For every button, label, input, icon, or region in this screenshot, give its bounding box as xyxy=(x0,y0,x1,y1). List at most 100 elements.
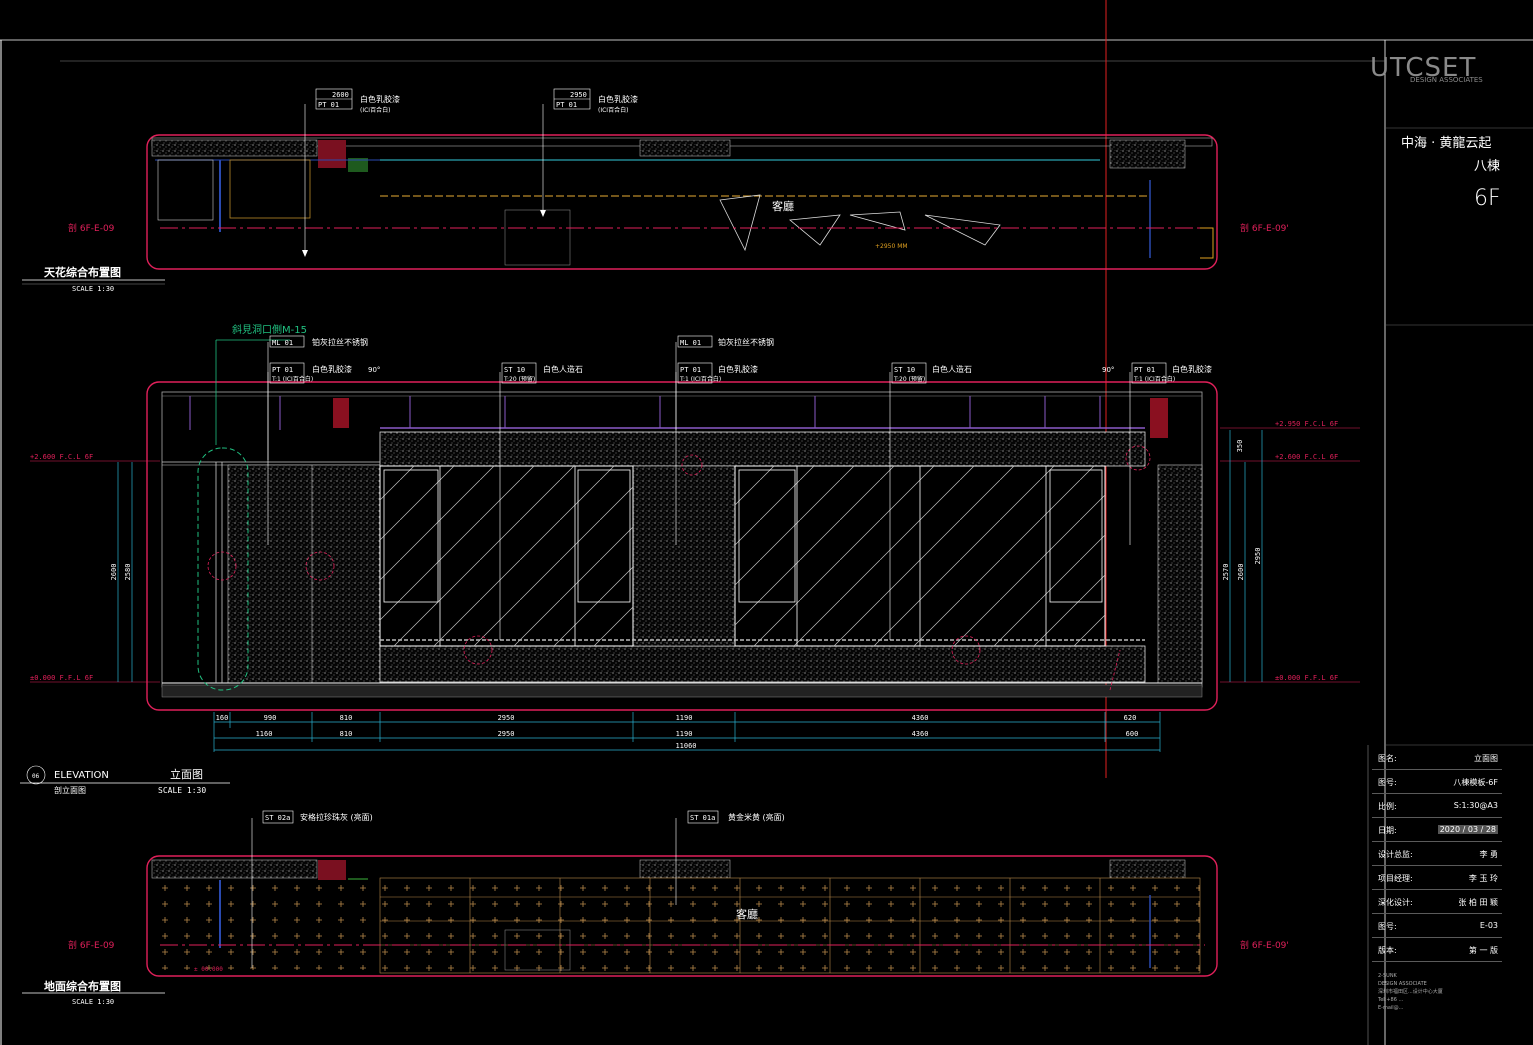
info-value: 八棟模板-6F xyxy=(1453,778,1498,787)
level-bottom-right: ±0.000 F.F.L 6F xyxy=(1275,674,1338,682)
floor-ref-left: 剖 6F-E-09 xyxy=(68,939,115,951)
company-logo-sub: DESIGN ASSOCIATES xyxy=(1410,76,1483,84)
dim2-3: 1190 xyxy=(676,730,693,738)
info-key: 比例: xyxy=(1378,802,1397,811)
ceiling-ref-right: 剖 6F-E-09' xyxy=(1240,222,1289,234)
footer-line: DESIGN ASSOCIATE xyxy=(1378,981,1427,987)
ceiling-tag-1-label: 白色乳胶漆 xyxy=(360,94,400,104)
elev-tag-5-label: 白色乳胶漆 xyxy=(718,364,758,374)
elev-tag-2: PT 01 白色乳胶漆 T:1 (ICI百合白) xyxy=(267,362,352,545)
ceiling-plan: 剖 6F-E-09 剖 6F-E-09' 客廳 +2950 MM PT 01 2… xyxy=(44,88,1289,293)
elev-tag-7: PT 01 白色乳胶漆 T:1 (ICI百合白) xyxy=(1129,362,1212,545)
level-mid-right: +2.600 F.C.L 6F xyxy=(1275,453,1338,461)
dim1-4: 1190 xyxy=(676,714,693,722)
info-row-scale: 比例: S:1:30@A3 xyxy=(1372,795,1502,818)
info-key: 设计总监: xyxy=(1378,850,1413,859)
door-ref-note: 斜見洞口側M-15 xyxy=(232,323,307,336)
elev-tag-6-sub: T:20 (预留) xyxy=(893,375,925,383)
dim1-2: 810 xyxy=(340,714,353,722)
vdim-left-1: 2600 xyxy=(110,564,118,581)
info-value: S:1:30@A3 xyxy=(1453,801,1498,810)
info-key: 图号: xyxy=(1378,778,1397,787)
elev-tag-5: PT 01 白色乳胶漆 T:1 (ICI百合白) xyxy=(675,362,758,545)
ceiling-tag-2-code: PT 01 xyxy=(556,101,577,109)
ceiling-ref-left: 剖 6F-E-09 xyxy=(68,222,115,234)
elevation: 斜見洞口側M-15 +2.600 F.C.L 6F ±0.000 F.F.L 6… xyxy=(26,323,1360,795)
dim2-0: 1160 xyxy=(256,730,273,738)
dim2-4: 4360 xyxy=(912,730,929,738)
elev-tag-7-code: PT 01 xyxy=(1134,366,1155,374)
ceiling-tag-1-dim: 2600 xyxy=(332,91,349,99)
info-key: 版本: xyxy=(1378,946,1397,955)
floor-material-tag-1: ST 02a 安格拉珍珠灰 (亮面) xyxy=(251,810,373,968)
info-value: 2020 / 03 / 28 xyxy=(1437,825,1498,834)
floor-tag-2-code: ST 01a xyxy=(690,814,715,822)
angle-right: 90° xyxy=(1102,366,1114,374)
ceiling-material-tag-1: PT 01 2600 白色乳胶漆 (ICI百合白) xyxy=(302,88,400,257)
company-logo: UTCSET xyxy=(1370,53,1476,83)
vdim-right-2: 2950 xyxy=(1254,548,1262,565)
info-value: E-03 xyxy=(1479,921,1498,930)
dim1-1: 990 xyxy=(264,714,277,722)
title-block-header: UTCSET DESIGN ASSOCIATES 中海 · 黄龍云起 八棟 6F xyxy=(1370,53,1533,746)
info-value: 张 柏 田 颖 xyxy=(1458,898,1498,907)
info-key: 深化设计: xyxy=(1378,898,1413,907)
info-row-project-manager: 项目经理: 李 玉 玲 xyxy=(1372,867,1502,890)
elev-tag-3-sub: T:20 (预留) xyxy=(503,375,535,383)
info-value: 第 一 版 xyxy=(1468,946,1498,955)
floor-number: 6F xyxy=(1474,186,1501,211)
footer-line: 深圳市福田区...设计中心大厦 xyxy=(1378,989,1443,995)
dim2-2: 2950 xyxy=(498,730,515,738)
project-name: 中海 · 黄龍云起 xyxy=(1401,135,1491,151)
info-value: 李 玉 玲 xyxy=(1468,874,1498,883)
elev-tag-4-label: 铂灰拉丝不锈钢 xyxy=(718,337,774,347)
info-row-drawing-name: 图名: 立面图 xyxy=(1372,747,1502,770)
info-row-drawing-no: 图号: 八棟模板-6F xyxy=(1372,771,1502,794)
info-value: 立面图 xyxy=(1474,754,1498,763)
ceiling-tag-2-dim: 2950 xyxy=(570,91,587,99)
elev-tag-5-sub: T:1 (ICI百合白) xyxy=(679,375,721,383)
elev-tag-7-sub: T:1 (ICI百合白) xyxy=(1133,375,1175,383)
building-name: 八棟 xyxy=(1474,159,1500,174)
info-value: 李 勇 xyxy=(1479,850,1498,859)
vertical-dimensions xyxy=(117,430,1263,682)
info-row-date: 日期: 2020 / 03 / 28 xyxy=(1372,819,1502,842)
floor-tag-1-code: ST 02a xyxy=(265,814,290,822)
footer-line: E-mail@... xyxy=(1378,1005,1404,1011)
elev-tag-2-code: PT 01 xyxy=(272,366,293,374)
dim2-5: 600 xyxy=(1126,730,1139,738)
elev-tag-2-label: 白色乳胶漆 xyxy=(312,364,352,374)
dim-total: 11060 xyxy=(675,742,696,750)
ceiling-plan-scale: SCALE 1:30 xyxy=(72,285,114,293)
info-row-sheet-no: 图号: E-03 xyxy=(1372,915,1502,938)
elev-tag-3-code: ST 10 xyxy=(504,366,525,374)
dim1-0: 160 xyxy=(216,714,229,722)
floor-level: ± 00.000 xyxy=(194,966,223,973)
elev-tag-7-label: 白色乳胶漆 xyxy=(1172,364,1212,374)
elev-tag-6-code: ST 10 xyxy=(894,366,915,374)
ceiling-tag-2-label: 白色乳胶漆 xyxy=(598,94,638,104)
ceiling-plan-title: 天花综合布置图 xyxy=(44,265,121,279)
info-row-detail-design: 深化设计: 张 柏 田 颖 xyxy=(1372,891,1502,914)
company-footer: 2-SUNK DESIGN ASSOCIATE 深圳市福田区...设计中心大厦 … xyxy=(1378,972,1502,1012)
floor-room-label: 客廳 xyxy=(736,907,758,921)
elevation-title-cn: 立面图 xyxy=(170,767,203,781)
elev-tag-1-label: 铂灰拉丝不锈钢 xyxy=(312,337,368,347)
elev-tag-6: ST 10 白色人造石 T:20 (预留) xyxy=(889,362,972,640)
floor-tag-2-label: 黄金米黄 (亮面) xyxy=(728,812,785,822)
ceiling-tag-2-sub: (ICI百合白) xyxy=(598,106,628,114)
elev-tag-5-code: PT 01 xyxy=(680,366,701,374)
level-top-right: +2.950 F.C.L 6F xyxy=(1275,420,1338,428)
elev-tag-3-label: 白色人造石 xyxy=(543,364,583,374)
vdim-right-4: 2570 xyxy=(1222,564,1230,581)
elevation-title-en: ELEVATION xyxy=(54,770,109,781)
floor-ref-right: 剖 6F-E-09' xyxy=(1240,939,1289,951)
footer-line: Tel:+86 ... xyxy=(1378,997,1404,1003)
info-key: 图号: xyxy=(1378,922,1397,931)
floor-plan-title: 地面综合布置图 xyxy=(44,979,121,993)
ceiling-height-note: +2950 MM xyxy=(875,243,908,250)
ceiling-room-label: 客廳 xyxy=(772,199,794,213)
vdim-right-3: 2600 xyxy=(1237,564,1245,581)
